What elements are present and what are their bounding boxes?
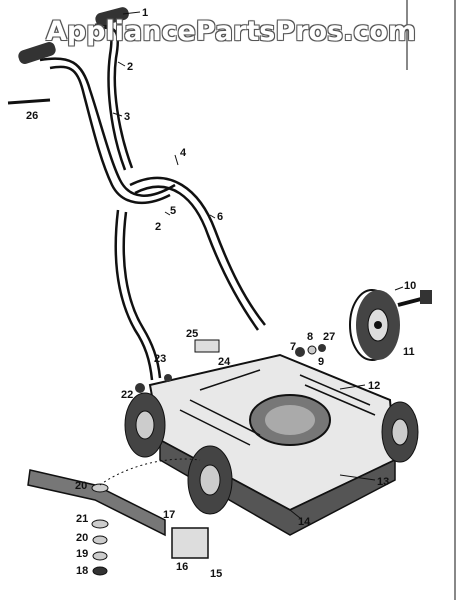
plate-16: [171, 527, 209, 559]
callout-19: 19: [76, 548, 88, 560]
handle-grip-left: [18, 42, 56, 64]
bolt-26: [7, 98, 51, 105]
callout-22: 22: [121, 389, 133, 401]
callout-27: 27: [323, 331, 335, 343]
callout-6: 6: [217, 211, 223, 223]
wheel-11: [349, 289, 400, 361]
bolt-10: [397, 290, 432, 307]
bracket-24: [194, 339, 220, 353]
handle-grip-right: [95, 7, 129, 26]
callout-3: 3: [124, 111, 130, 123]
upper-handle: [39, 23, 176, 205]
callout-17: 17: [163, 509, 175, 521]
wheel-rear-left: [187, 445, 233, 515]
callout-2-lower: 2: [155, 221, 161, 233]
callout-25: 25: [186, 328, 198, 340]
callout-20-upper: 20: [75, 480, 87, 492]
callout-26: 26: [26, 110, 38, 122]
callout-21: 21: [76, 513, 88, 525]
wheel-front-left: [124, 392, 166, 458]
mower-deck: [148, 353, 397, 536]
callout-10: 10: [404, 280, 416, 292]
wheel-right: [381, 401, 419, 463]
callout-16: 16: [176, 561, 188, 573]
callout-11: 11: [403, 346, 415, 358]
blade-hardware: [91, 483, 109, 576]
callout-18: 18: [76, 565, 88, 577]
callout-8: 8: [307, 331, 313, 343]
callout-1: 1: [142, 7, 148, 19]
callout-5: 5: [170, 205, 176, 217]
callout-15: 15: [210, 568, 222, 580]
callout-13: 13: [377, 476, 389, 488]
callout-12: 12: [368, 380, 380, 392]
callout-2-upper: 2: [127, 61, 133, 73]
callout-14: 14: [298, 516, 311, 528]
callout-23: 23: [154, 353, 166, 365]
spacer-hardware: [135, 344, 326, 393]
callout-9: 9: [318, 356, 324, 368]
callout-4: 4: [180, 147, 187, 159]
callout-7: 7: [290, 341, 296, 353]
callout-20-lower: 20: [76, 532, 88, 544]
watermark: AppliancePartsPros.com: [45, 16, 417, 47]
lower-handle: [114, 176, 266, 381]
callout-24: 24: [218, 356, 231, 368]
